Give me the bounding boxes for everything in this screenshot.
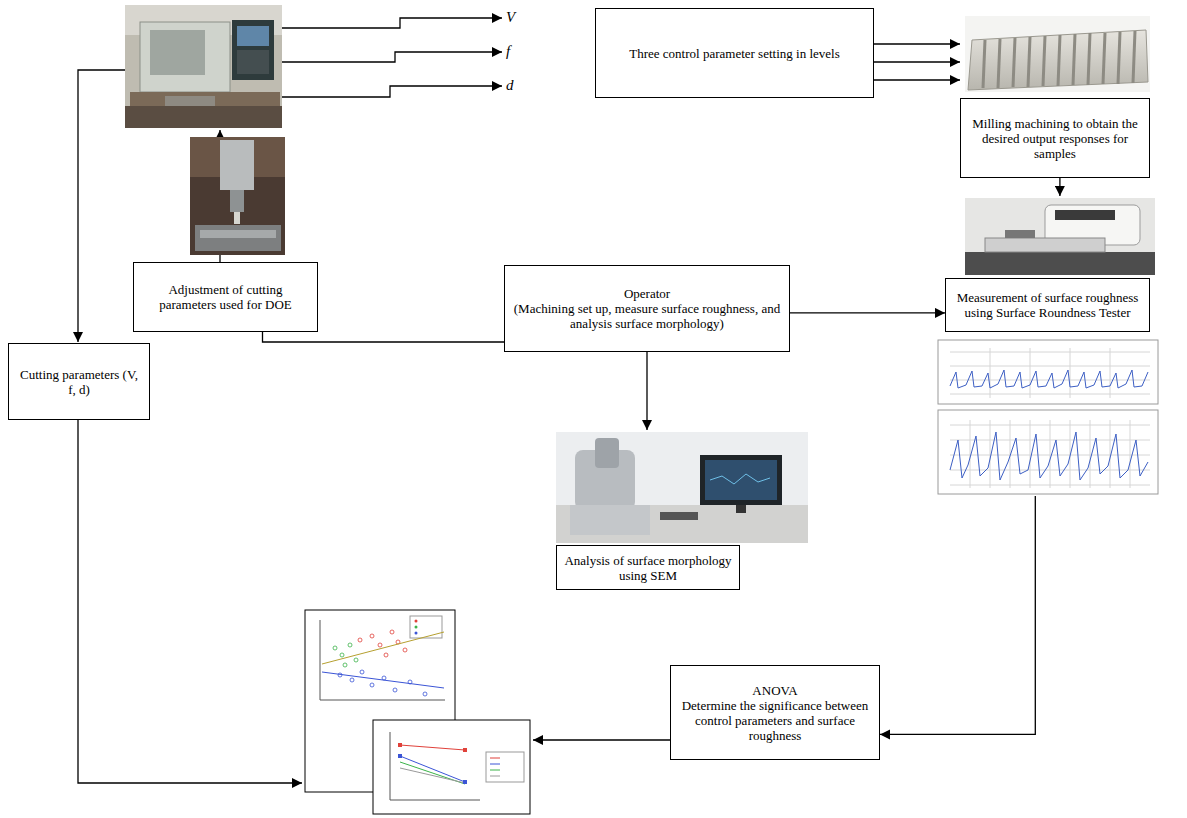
process-box: Milling machining to obtain the desired … [960,98,1150,178]
process-node: Analysis of surface morphology using SEM [556,430,808,590]
machine-photo [125,5,282,128]
box-text: Three control parameter setting in level… [629,46,839,61]
box-text: Measurement of surface roughness using S… [953,290,1142,320]
parameter-label: f [506,43,510,60]
process-box: Cutting parameters (V, f, d) [8,343,150,420]
flow-arrow [646,352,647,430]
box-text: (Machining set up, measure surface rough… [512,301,782,331]
parameter-label: d [506,77,514,94]
flow-arrow [880,496,1035,734]
box-heading: ANOVA [752,683,797,698]
process-box: Three control parameter setting in level… [595,8,874,98]
flow-arrow [790,312,945,313]
process-box: Operator(Machining set up, measure surfa… [504,265,790,352]
sample-photo [965,16,1150,92]
box-text: Milling machining to obtain the desired … [968,116,1142,161]
box-text: Analysis of surface morphology using SEM [564,553,732,583]
flow-arrow [1059,178,1060,196]
box-text: Determine the significance between contr… [678,698,872,743]
box-text: Cutting parameters (V, f, d) [16,367,142,397]
process-node: Three control parameter setting in level… [595,8,874,98]
parameter-label: V [506,9,515,26]
process-box: Adjustment of cutting parameters used fo… [133,262,318,332]
process-node: Cutting parameters (V, f, d) [8,343,150,420]
flow-arrow [874,79,960,80]
flow-arrow [263,332,505,342]
process-node: Operator(Machining set up, measure surfa… [504,265,790,352]
box-heading: Operator [624,286,670,301]
sem-photo [556,432,808,543]
process-node: Milling machining to obtain the desired … [960,14,1150,178]
process-box: Analysis of surface morphology using SEM [556,545,740,590]
flow-arrow [874,61,960,62]
spindle-photo [190,137,285,255]
process-node: Adjustment of cutting parameters used fo… [133,262,318,332]
box-text: Adjustment of cutting parameters used fo… [141,282,310,312]
process-box: Measurement of surface roughness using S… [945,278,1150,332]
process-box: ANOVADetermine the significance between … [670,665,880,760]
tester-photo [965,198,1155,275]
process-node: ANOVADetermine the significance between … [670,665,880,760]
roughness-profile [938,340,1158,494]
line-chart [373,720,530,814]
process-node: Measurement of surface roughness using S… [945,196,1155,496]
flow-arrow [874,43,960,44]
